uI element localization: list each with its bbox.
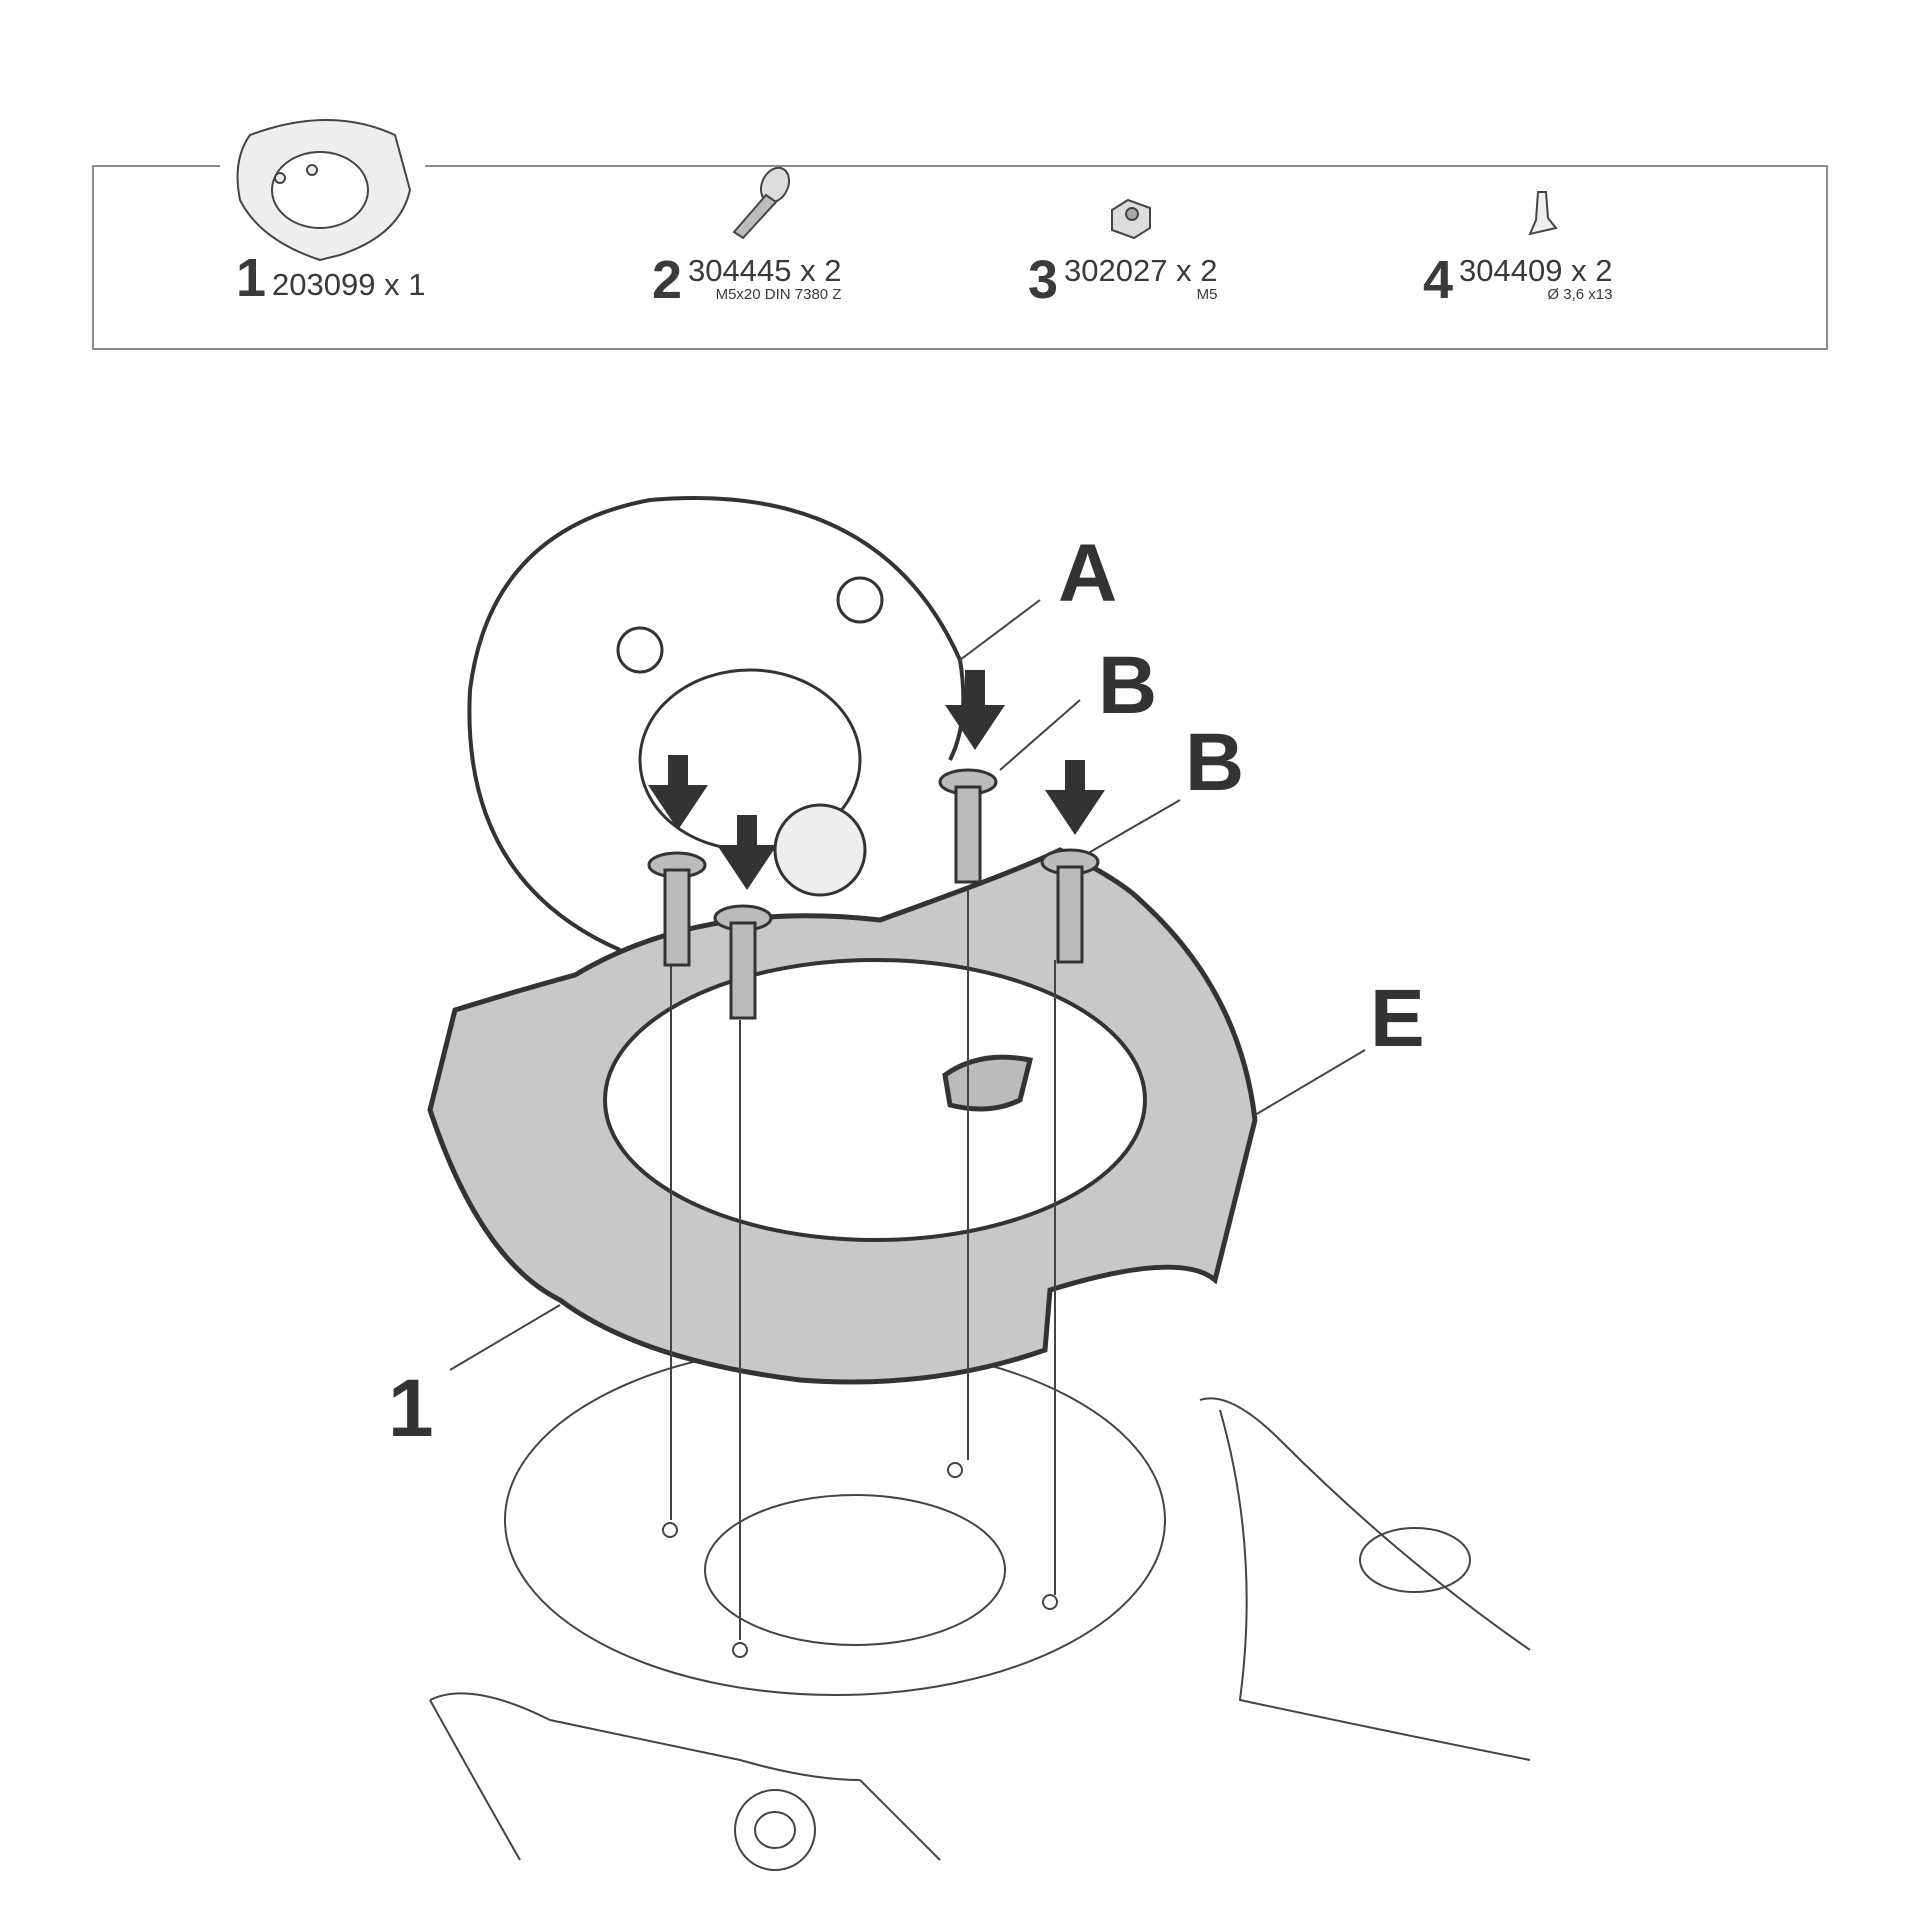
part-spec: Ø 3,6 x13 [1547, 286, 1613, 303]
tank-ring-icon [236, 119, 412, 262]
part-number: 2 [652, 250, 683, 310]
callout-b: B [1185, 717, 1245, 808]
tank-ring [427, 847, 1258, 1385]
nut-icon [1111, 198, 1151, 240]
part-spec: M5x20 DIN 7380 Z [715, 286, 842, 303]
part-code: 203099 x 1 [272, 267, 426, 302]
guide-lines [449, 599, 1366, 1640]
callout-b: B [1098, 640, 1158, 731]
part-code: 304409 x 2 [1459, 253, 1613, 288]
part-number: 3 [1028, 250, 1059, 310]
bolts [647, 768, 1100, 1020]
callout-a: A [1058, 528, 1118, 619]
bolt-icon [732, 166, 791, 240]
fuel-tank [429, 1344, 1531, 1871]
part-code: 304445 x 2 [688, 253, 842, 288]
fuel-cap [467, 496, 966, 952]
part-number: 4 [1423, 250, 1454, 310]
part-code: 302027 x 2 [1064, 253, 1218, 288]
part-1: 1 203099 x 1 [236, 248, 426, 308]
screw-icon [1528, 191, 1558, 236]
callout-1: 1 [388, 1363, 434, 1454]
part-spec: M5 [1196, 286, 1218, 303]
callout-e: E [1370, 973, 1425, 1064]
parts-list-box [92, 165, 1828, 350]
part-number: 1 [236, 248, 267, 308]
down-arrows [648, 670, 1105, 890]
